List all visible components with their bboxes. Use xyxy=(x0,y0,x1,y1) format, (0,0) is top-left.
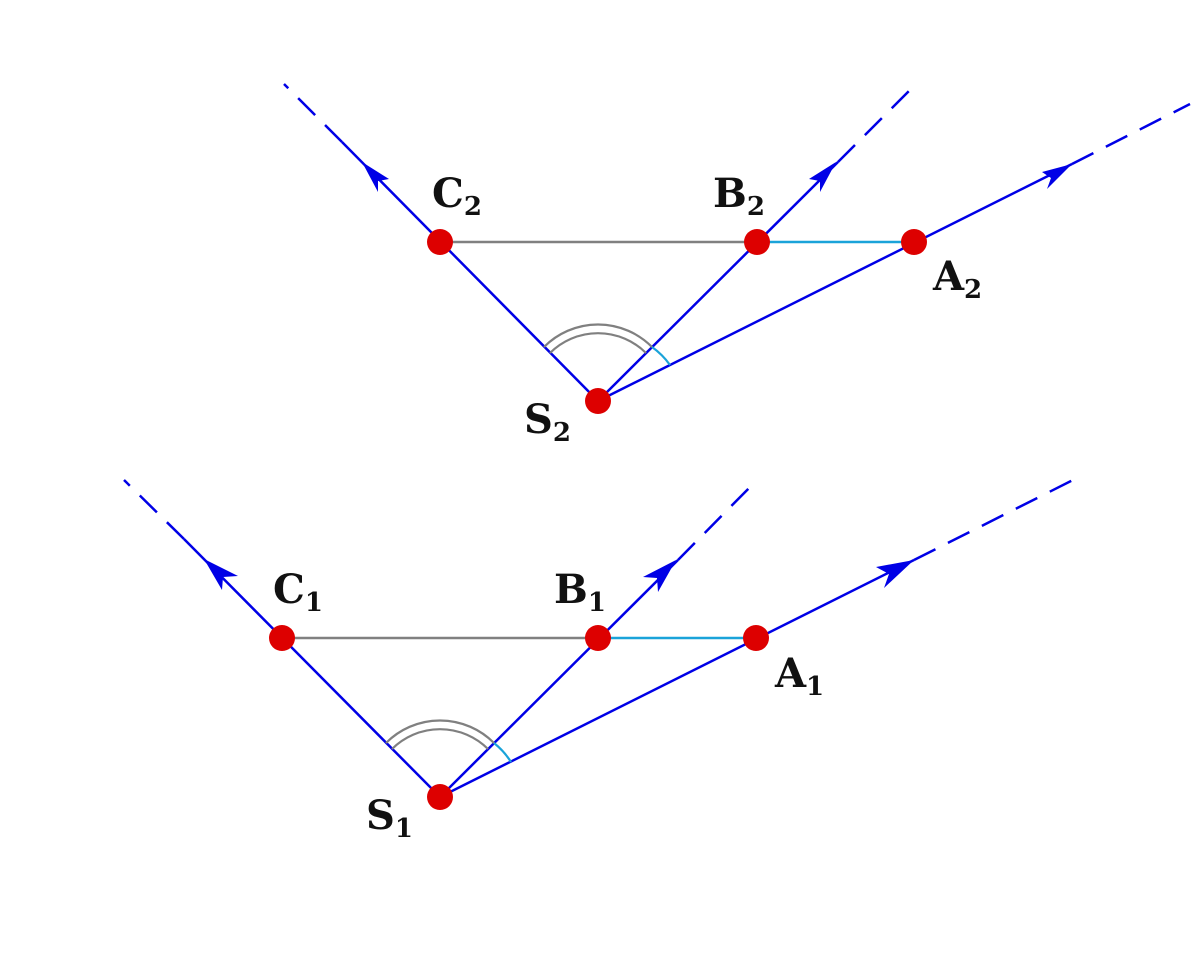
angle-arc-cyan xyxy=(651,346,671,366)
label-s: S1 xyxy=(366,792,413,844)
label-c: C2 xyxy=(432,170,482,222)
label-b: B2 xyxy=(713,170,765,222)
arrowhead-sa xyxy=(1042,164,1072,189)
arrowhead-sb xyxy=(643,560,676,592)
angle-arc-outer xyxy=(385,719,495,744)
arrowhead-sc xyxy=(204,559,238,590)
ray-sa-dashed xyxy=(1071,102,1191,166)
figure-lower: C1 B1 A1 S1 xyxy=(123,478,1074,844)
angle-arc-cyan xyxy=(493,742,512,763)
ray-sa xyxy=(597,162,1073,403)
point-b xyxy=(585,625,611,651)
angle-arc-inner xyxy=(549,332,647,354)
point-c xyxy=(269,625,295,651)
point-a xyxy=(901,229,927,255)
arrowhead-sa xyxy=(876,560,914,588)
ray-sc-dashed xyxy=(283,83,343,143)
arrowhead-sb xyxy=(809,162,836,192)
ray-sa xyxy=(439,558,915,799)
label-c: C1 xyxy=(273,566,323,618)
label-a: A1 xyxy=(774,650,824,702)
angle-arc-inner xyxy=(391,728,489,750)
label-s: S2 xyxy=(524,396,571,448)
ray-sb xyxy=(597,161,839,402)
ray-sb-dashed xyxy=(837,83,917,163)
label-a: A2 xyxy=(932,253,982,305)
ray-sb-dashed xyxy=(677,479,758,561)
ray-sc xyxy=(183,538,441,798)
figure-upper: C2 B2 A2 S2 xyxy=(283,83,1191,448)
ray-sc xyxy=(341,141,599,402)
ray-sc-dashed xyxy=(123,479,185,540)
ray-sa-dashed xyxy=(913,478,1074,562)
point-b xyxy=(744,229,770,255)
point-c xyxy=(427,229,453,255)
ray-sb xyxy=(439,559,679,798)
angle-arc-outer xyxy=(543,323,653,348)
arrowhead-sc xyxy=(362,162,389,192)
point-s xyxy=(585,388,611,414)
point-a xyxy=(743,625,769,651)
point-s xyxy=(427,784,453,810)
label-b: B1 xyxy=(554,566,606,618)
